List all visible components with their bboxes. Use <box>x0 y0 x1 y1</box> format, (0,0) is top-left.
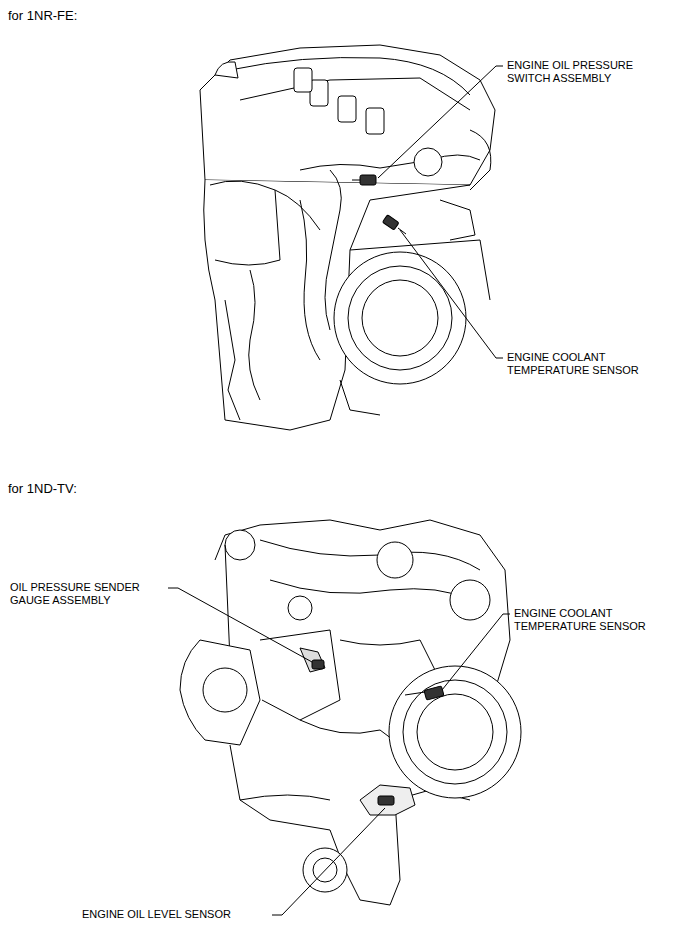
part-label: ENGINE OIL PRESSURE SWITCH ASSEMBLY <box>507 59 657 85</box>
engine-variant-heading: for 1ND-TV: <box>8 481 77 497</box>
part-label: OIL PRESSURE SENDER GAUGE ASSEMBLY <box>10 581 160 607</box>
part-label: ENGINE COOLANT TEMPERATURE SENSOR <box>507 351 657 377</box>
part-label: ENGINE COOLANT TEMPERATURE SENSOR <box>514 607 664 633</box>
engine-variant-heading: for 1NR-FE: <box>8 8 77 24</box>
part-label: ENGINE OIL LEVEL SENSOR <box>82 908 232 921</box>
